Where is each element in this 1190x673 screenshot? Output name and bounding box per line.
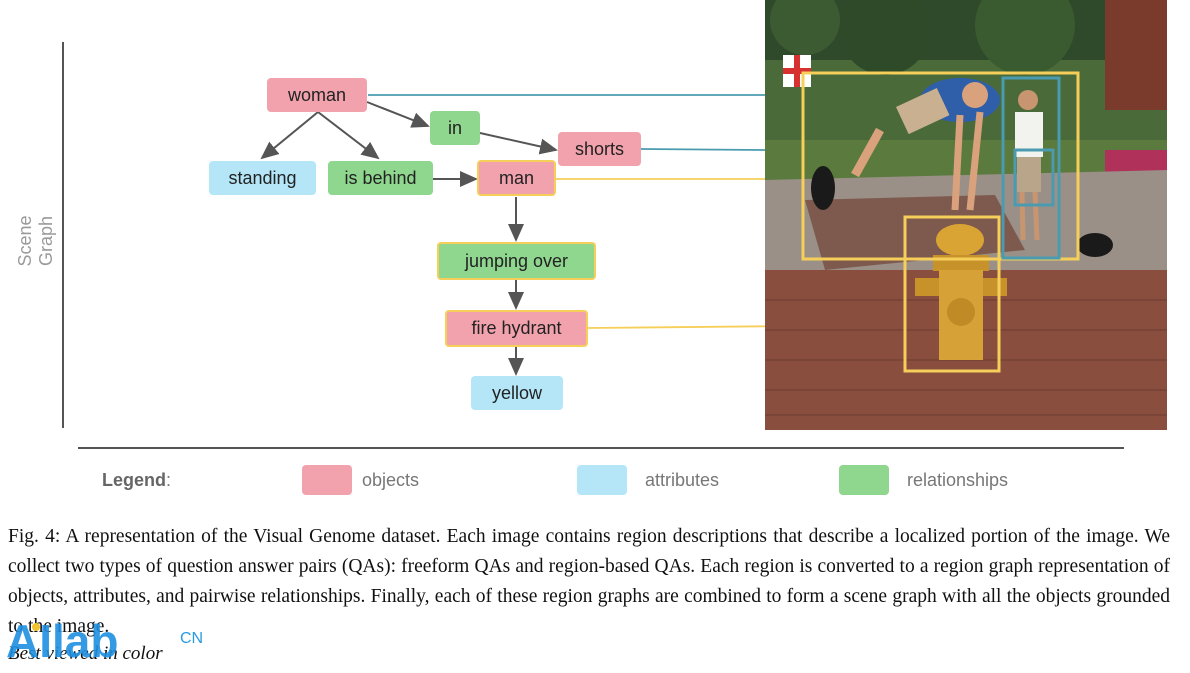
figure-caption: Fig. 4: A representation of the Visual G… xyxy=(8,526,1170,637)
scene-photo-drawing xyxy=(765,0,1167,430)
node-yellow: yellow xyxy=(471,376,563,410)
node-fire-hydrant: fire hydrant xyxy=(445,310,588,347)
figure: Scene Graph woman in shorts standing is … xyxy=(15,0,1167,495)
node-standing: standing xyxy=(209,161,316,195)
scene-graph-label: Scene Graph xyxy=(15,215,56,267)
node-woman: woman xyxy=(267,78,367,112)
vertical-axis-line xyxy=(62,42,64,428)
horizontal-divider-line xyxy=(78,447,1124,449)
edge-in-shorts xyxy=(479,132,558,155)
edge-woman-in xyxy=(366,101,430,128)
legend-title-text: Legend xyxy=(102,470,167,490)
legend-label-attributes: attributes xyxy=(645,470,720,490)
node-is-behind: is behind xyxy=(328,161,433,195)
svg-text:AIlab: AIlab xyxy=(6,615,118,665)
node-in: in xyxy=(430,111,480,145)
legend-swatch-attributes xyxy=(577,465,627,495)
edge-woman-isbehind xyxy=(317,111,380,160)
watermark-cn: CN xyxy=(180,630,204,647)
node-man: man xyxy=(477,160,556,196)
legend-label-objects: objects xyxy=(362,470,420,490)
legend-title-colon: : xyxy=(166,470,172,490)
scene-photo xyxy=(765,0,1167,430)
ailab-watermark-logo: AIlab xyxy=(6,615,118,665)
legend-swatch-relationships xyxy=(839,465,889,495)
node-jumping-over: jumping over xyxy=(437,242,596,280)
legend-swatch-objects xyxy=(302,465,352,495)
edge-woman-standing xyxy=(260,111,319,160)
legend-title: Legend: xyxy=(102,470,171,491)
legend-label-relationships: relationships xyxy=(907,470,1009,490)
node-shorts: shorts xyxy=(558,132,641,166)
best-viewed-note: Best viewed in color xyxy=(8,643,163,664)
